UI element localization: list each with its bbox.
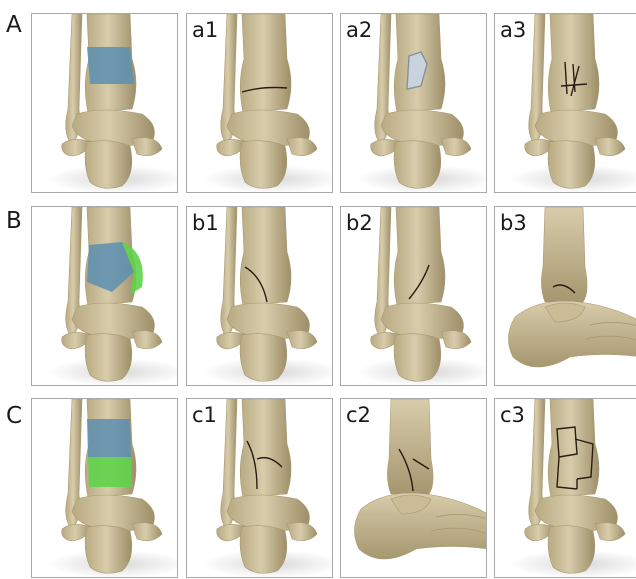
panel-label: b2	[346, 213, 373, 234]
panel-c2: c2	[340, 398, 487, 578]
ankle-illustration	[32, 14, 178, 193]
ankle-illustration	[32, 399, 178, 578]
panel-label: c1	[192, 405, 217, 426]
panel-b1: b1	[186, 206, 333, 386]
panel-label: b3	[500, 213, 527, 234]
panel-c3: c3	[494, 398, 636, 578]
panel-a3: a3	[494, 13, 636, 193]
panel-label: c2	[346, 405, 371, 426]
panel-a-reference	[31, 13, 178, 193]
panel-a1: a1	[186, 13, 333, 193]
panel-b2: b2	[340, 206, 487, 386]
panel-label: a1	[192, 20, 218, 41]
panel-label: a2	[346, 20, 372, 41]
row-label-a: A	[6, 14, 22, 37]
ankle-illustration	[32, 207, 178, 386]
panel-label: a3	[500, 20, 526, 41]
panel-c-reference	[31, 398, 178, 578]
panel-label: c3	[500, 405, 525, 426]
panel-label: b1	[192, 213, 219, 234]
panel-a2: a2	[340, 13, 487, 193]
panel-b3: b3	[494, 206, 636, 386]
row-label-c: C	[6, 405, 22, 428]
row-label-b: B	[6, 210, 22, 233]
panel-b-reference	[31, 206, 178, 386]
panel-c1: c1	[186, 398, 333, 578]
